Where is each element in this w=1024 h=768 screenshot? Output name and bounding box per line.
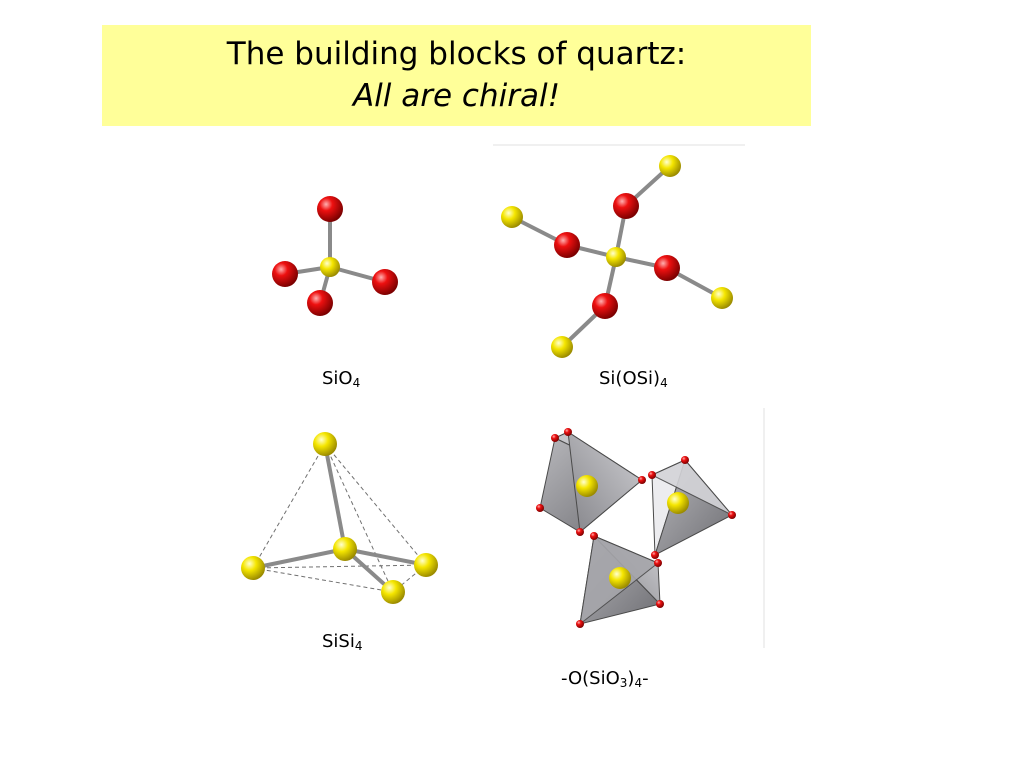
sisi4-bonds <box>251 442 428 594</box>
oxygen-atom <box>576 620 584 628</box>
oxygen-atom <box>592 293 618 319</box>
oxygen-atom <box>656 600 664 608</box>
label-sio4: SiO4 <box>322 368 361 390</box>
oxygen-atom <box>728 511 736 519</box>
slide-title: The building blocks of quartz: <box>226 36 687 72</box>
oxygen-atom <box>536 504 544 512</box>
tetrahedron-edges <box>252 443 427 593</box>
sio4-molecule <box>272 196 398 316</box>
silicon-atom <box>576 475 598 497</box>
oxygen-atom <box>613 193 639 219</box>
sio4-bonds <box>283 207 387 305</box>
oxygen-atom <box>372 269 398 295</box>
silicon-atom <box>320 257 340 277</box>
silicon-atom <box>609 567 631 589</box>
oxygen-atom <box>272 261 298 287</box>
oxygen-atom <box>554 232 580 258</box>
oxygen-atom <box>564 428 572 436</box>
oxygen-atom <box>651 551 659 559</box>
siosi4-molecule <box>493 144 745 358</box>
oxygen-vertices <box>536 428 736 628</box>
oxygen-atom <box>681 456 689 464</box>
tetrahedron-a <box>539 430 643 533</box>
silicon-atom <box>241 556 265 580</box>
silicon-atom <box>667 492 689 514</box>
oxygen-atom <box>648 471 656 479</box>
slide-subtitle: All are chiral! <box>352 78 561 114</box>
oxygen-atom <box>638 476 646 484</box>
silicon-atom <box>381 580 405 604</box>
label-sisi4: SiSi4 <box>322 631 363 653</box>
sisi4-molecule <box>241 432 438 604</box>
label-osio34: -O(SiO3)4- <box>561 668 649 690</box>
title-box: The building blocks of quartz: All are c… <box>102 25 811 126</box>
oxygen-atom <box>590 532 598 540</box>
label-siosi4: Si(OSi)4 <box>599 368 668 390</box>
oxygen-atom <box>576 528 584 536</box>
oxygen-atom <box>654 559 662 567</box>
oxygen-atom <box>654 255 680 281</box>
silicon-atom <box>501 206 523 228</box>
oxygen-atom <box>307 290 333 316</box>
silicon-atom <box>659 155 681 177</box>
oxygen-atom <box>551 434 559 442</box>
silicon-atom <box>711 287 733 309</box>
silicon-atom <box>333 537 357 561</box>
silicon-atom <box>313 432 337 456</box>
silicon-atom <box>414 553 438 577</box>
oxygen-atom <box>317 196 343 222</box>
silicon-atom <box>551 336 573 358</box>
silicon-atom <box>606 247 626 267</box>
tetrahedron-b <box>650 458 733 556</box>
osio34-polyhedra <box>536 408 765 648</box>
